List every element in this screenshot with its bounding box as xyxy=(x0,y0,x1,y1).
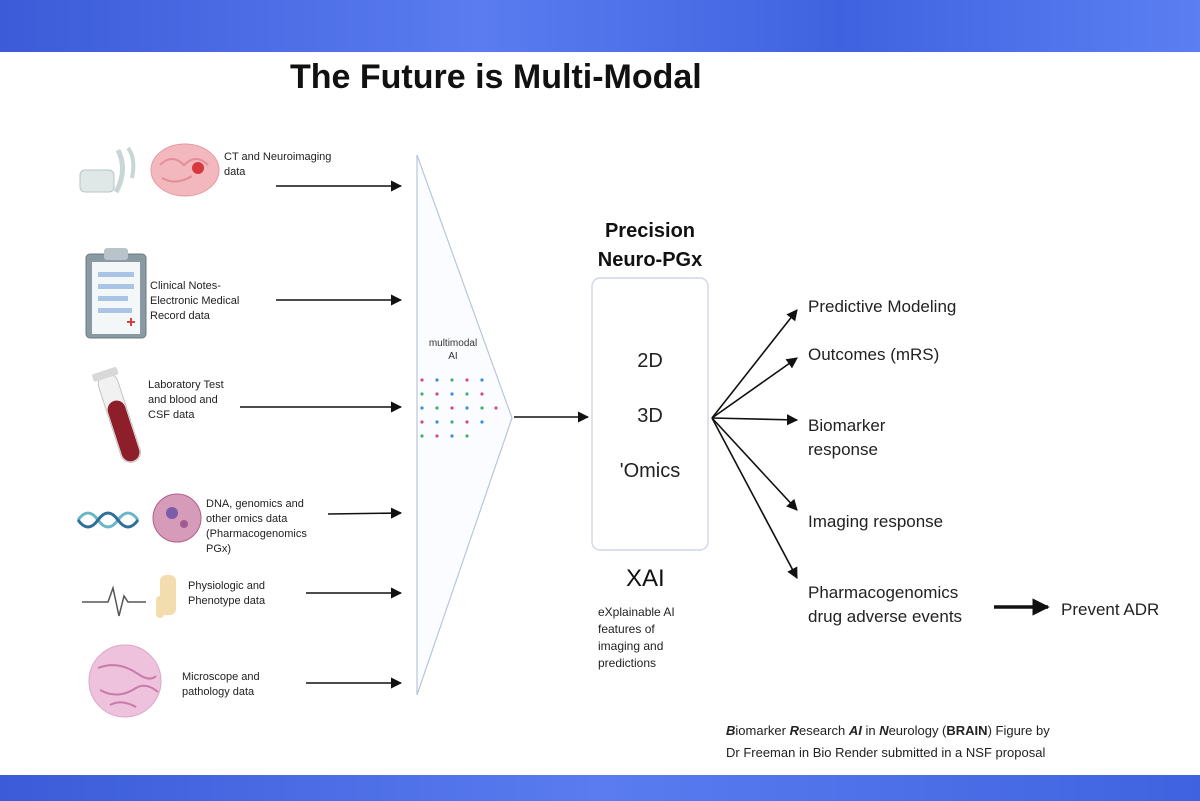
slide-title: The Future is Multi-Modal xyxy=(290,58,702,96)
bottom-banner xyxy=(0,775,1200,801)
test-tube-icon xyxy=(92,367,142,463)
xai-desc-line: predictions xyxy=(598,656,657,670)
output-outcomes: Outcomes (mRS) xyxy=(808,345,940,364)
funnel-label-line1: multimodal xyxy=(428,338,478,349)
input-label-clinical: Clinical Notes-Electronic Medical Record… xyxy=(150,280,240,322)
credit-line2: Dr Freeman in Bio Render submitted in a … xyxy=(726,745,1046,760)
modality-omics: 'Omics xyxy=(619,460,681,482)
xai-desc-line: eXplainable AI xyxy=(598,605,675,619)
input-arrow xyxy=(327,507,403,519)
input-label-lab: Laboratory Test and blood and CSF data xyxy=(148,379,224,421)
input-label-ct: CT and Neuroimaging data xyxy=(224,151,332,178)
prevent-adr-label: Prevent ADR xyxy=(1061,600,1160,619)
brain-scan-icon xyxy=(79,143,220,197)
funnel-label-line2: AI xyxy=(448,351,458,362)
precision-heading-line1: Precision xyxy=(604,220,696,242)
input-label-physio: Physiologic and Phenotype data xyxy=(188,580,266,607)
precision-heading: Precision Neuro-PGx xyxy=(560,217,740,275)
funnel-dots xyxy=(420,378,498,438)
precision-heading-line2: Neuro-PGx xyxy=(597,249,703,271)
multimodal-ai-funnel xyxy=(416,154,513,696)
output-biomarker: Biomarker response xyxy=(808,416,886,459)
output-imaging: Imaging response xyxy=(808,512,944,531)
funnel-label: multimodal AI xyxy=(412,337,494,363)
clipboard-icon xyxy=(85,248,147,339)
xai-desc-line: imaging and xyxy=(598,639,664,653)
credit-line1: Biomarker Research AI in Neurology (BRAI… xyxy=(726,723,1050,738)
output-predictive-modeling: Predictive Modeling xyxy=(808,297,957,316)
top-banner xyxy=(0,0,1200,52)
output-arrows xyxy=(711,309,799,579)
modality-3d: 3D xyxy=(637,405,663,427)
xai-label: XAI xyxy=(626,565,665,592)
precision-box xyxy=(591,277,709,551)
input-label-dna: DNA, genomics and other omics data (Phar… xyxy=(206,498,307,555)
dna-icon xyxy=(76,493,202,543)
modality-2d: 2D xyxy=(637,350,663,372)
pathology-slide-icon xyxy=(88,644,162,718)
xai-desc-line: features of xyxy=(598,622,655,636)
ecg-icon xyxy=(82,575,176,618)
xai-description: eXplainable AI features of imaging and p… xyxy=(598,604,708,672)
input-label-microscope: Microscope and pathology data xyxy=(182,671,260,698)
output-pharmacogenomics: Pharmacogenomics drug adverse events xyxy=(808,583,963,626)
